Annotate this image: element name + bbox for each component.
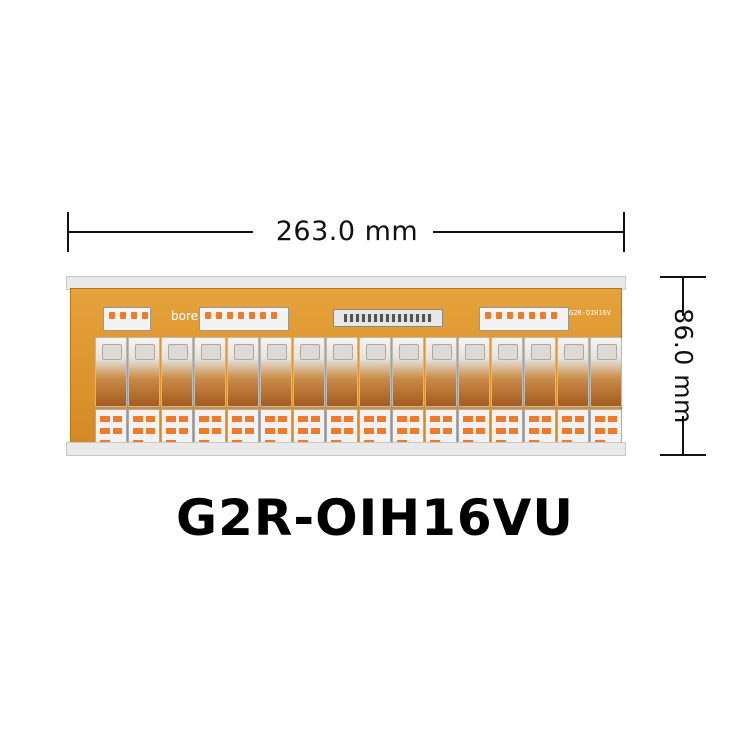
- relay: [128, 337, 160, 407]
- height-dimension-bottom-line: [682, 416, 684, 454]
- relay: [161, 337, 193, 407]
- relay-board-image: bore G2R-OIH16V: [66, 276, 626, 456]
- relay: [359, 337, 391, 407]
- product-title: G2R-OIH16VU: [176, 489, 574, 547]
- width-dimension: 263.0 mm: [67, 212, 625, 252]
- input-connector-right: [479, 307, 569, 331]
- brand-logo: bore: [171, 309, 199, 323]
- relay: [524, 337, 556, 407]
- height-dimension-bottom-tick: [660, 454, 706, 456]
- relay: [425, 337, 457, 407]
- relay: [458, 337, 490, 407]
- width-dimension-label: 263.0 mm: [275, 216, 419, 247]
- relay: [590, 337, 622, 407]
- pcb: bore G2R-OIH16V: [70, 288, 622, 449]
- relay: [227, 337, 259, 407]
- width-dimension-right-line: [433, 231, 625, 233]
- board-model-tag: G2R-OIH16V: [569, 309, 612, 317]
- power-connector: [103, 307, 151, 331]
- width-dimension-left-line: [67, 231, 253, 233]
- input-connector-left: [199, 307, 289, 331]
- din-rail-bottom: [66, 442, 626, 456]
- width-dimension-right-tick: [623, 212, 625, 252]
- relay: [326, 337, 358, 407]
- height-dimension: 86.0 mm: [660, 276, 706, 456]
- relay: [491, 337, 523, 407]
- relay: [260, 337, 292, 407]
- relay: [194, 337, 226, 407]
- ribbon-header-connector: [333, 309, 443, 327]
- relay: [95, 337, 127, 407]
- relay: [392, 337, 424, 407]
- height-dimension-top-line: [682, 276, 684, 316]
- relay: [293, 337, 325, 407]
- relay: [557, 337, 589, 407]
